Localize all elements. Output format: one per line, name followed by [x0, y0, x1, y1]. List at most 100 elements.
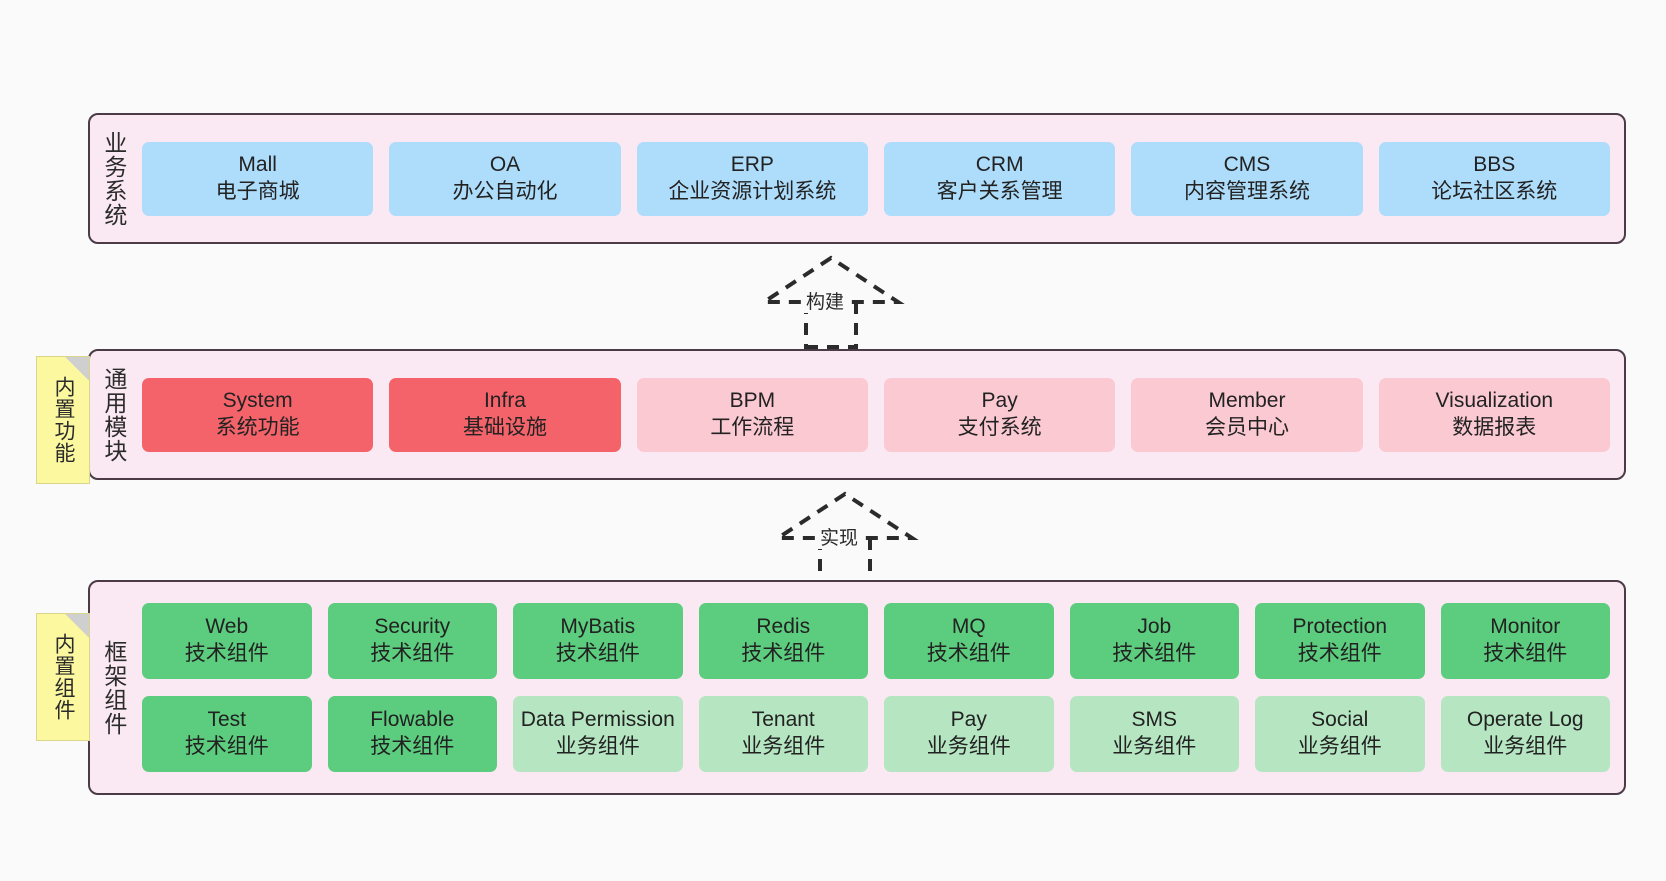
cell-title: Protection: [1292, 615, 1388, 639]
cell-pay[interactable]: Pay 支付系统: [883, 377, 1116, 452]
cell-visualization[interactable]: Visualization 数据报表: [1378, 377, 1610, 452]
connector-label: 构建: [804, 292, 847, 313]
note-builtin-functions[interactable]: 内置功能: [36, 356, 90, 484]
cell-title: MQ: [951, 615, 986, 639]
cell-subtitle: 技术组件: [1297, 642, 1382, 665]
cell-subtitle: 客户关系管理: [936, 179, 1063, 203]
cell-title: System: [222, 388, 293, 412]
cell-tenant[interactable]: Tenant 业务组件: [698, 696, 868, 772]
cell-subtitle: 论坛社区系统: [1431, 179, 1558, 203]
cell-member[interactable]: Member 会员中心: [1131, 377, 1363, 452]
cell-title: Pay: [950, 708, 987, 732]
cell-subtitle: 业务组件: [1483, 735, 1568, 758]
note-label: 内置功能: [51, 376, 75, 464]
cell-monitor[interactable]: Monitor 技术组件: [1440, 603, 1610, 679]
cell-title: CMS: [1223, 152, 1271, 176]
cell-title: Job: [1137, 615, 1172, 639]
cell-test[interactable]: Test 技术组件: [142, 696, 312, 772]
cell-sms[interactable]: SMS 业务组件: [1069, 696, 1239, 772]
cell-subtitle: 技术组件: [1112, 642, 1197, 665]
cell-security[interactable]: Security 技术组件: [327, 603, 497, 679]
cell-subtitle: 系统功能: [215, 415, 300, 439]
cell-data-permission[interactable]: Data Permission 业务组件: [513, 696, 683, 772]
cell-title: Web: [205, 615, 249, 639]
cell-title: Visualization: [1435, 388, 1554, 412]
cell-protection[interactable]: Protection 技术组件: [1255, 603, 1425, 679]
cell-mall[interactable]: Mall 电子商城: [142, 141, 374, 216]
cell-mybatis[interactable]: MyBatis 技术组件: [513, 603, 683, 679]
cell-title: Flowable: [370, 708, 455, 732]
cell-title: Security: [374, 615, 451, 639]
cell-web[interactable]: Web 技术组件: [142, 603, 312, 679]
cell-subtitle: 技术组件: [926, 642, 1011, 665]
cell-title: Operate Log: [1466, 708, 1584, 732]
cell-subtitle: 业务组件: [1297, 735, 1382, 758]
cell-job[interactable]: Job 技术组件: [1069, 603, 1239, 679]
cell-infra[interactable]: Infra 基础设施: [389, 377, 621, 452]
cell-mq[interactable]: MQ 技术组件: [884, 603, 1054, 679]
cell-title: Monitor: [1490, 615, 1561, 639]
cell-bbs[interactable]: BBS 论坛社区系统: [1378, 141, 1610, 216]
cell-cms[interactable]: CMS 内容管理系统: [1131, 141, 1363, 216]
cell-redis[interactable]: Redis 技术组件: [698, 603, 868, 679]
cell-subtitle: 业务组件: [926, 735, 1011, 758]
cell-flowable[interactable]: Flowable 技术组件: [327, 696, 497, 772]
cell-title: ERP: [730, 152, 774, 176]
layer-title-common-modules: 通用模块: [100, 366, 127, 463]
note-fold-icon: [65, 614, 89, 638]
cell-subtitle: 基础设施: [462, 415, 547, 439]
layer-framework-components[interactable]: 框架组件 Web 技术组件 Security 技术组件 MyBatis 技术组件…: [88, 580, 1626, 795]
cell-title: Redis: [756, 615, 811, 639]
cell-erp[interactable]: ERP 企业资源计划系统: [636, 141, 868, 216]
cell-subtitle: 技术组件: [370, 642, 455, 665]
note-builtin-components[interactable]: 内置组件: [36, 613, 90, 741]
cell-row: Web 技术组件 Security 技术组件 MyBatis 技术组件 Redi…: [142, 603, 1610, 679]
cell-bpm[interactable]: BPM 工作流程: [636, 377, 868, 452]
cell-subtitle: 办公自动化: [452, 179, 558, 203]
cell-subtitle: 技术组件: [370, 735, 455, 758]
cell-title: Mall: [238, 152, 277, 176]
cell-subtitle: 电子商城: [215, 179, 300, 203]
layer-title-framework-components: 框架组件: [100, 639, 127, 736]
cell-subtitle: 内容管理系统: [1183, 179, 1310, 203]
note-label: 内置组件: [51, 633, 75, 721]
cell-system[interactable]: System 系统功能: [142, 377, 374, 452]
cell-title: BBS: [1473, 152, 1516, 176]
cell-subtitle: 技术组件: [741, 642, 826, 665]
cell-subtitle: 支付系统: [957, 415, 1042, 439]
cell-subtitle: 业务组件: [555, 735, 640, 758]
cell-operate-log[interactable]: Operate Log 业务组件: [1440, 696, 1610, 772]
cell-subtitle: 会员中心: [1204, 415, 1289, 439]
layer-common-modules[interactable]: 通用模块 System 系统功能 Infra 基础设施 BPM 工作流程 Pay…: [88, 349, 1626, 480]
cell-title: BPM: [729, 388, 776, 412]
cell-row: Test 技术组件 Flowable 技术组件 Data Permission …: [142, 696, 1610, 772]
cell-title: Pay: [981, 388, 1018, 412]
cell-subtitle: 工作流程: [710, 415, 795, 439]
cell-title: CRM: [975, 152, 1024, 176]
cell-subtitle: 企业资源计划系统: [668, 179, 837, 203]
cell-crm[interactable]: CRM 客户关系管理: [883, 141, 1116, 216]
cell-title: Social: [1311, 708, 1369, 732]
generalization-arrow-icon: [771, 491, 919, 585]
cell-subtitle: 业务组件: [741, 735, 826, 758]
cell-subtitle: 数据报表: [1452, 415, 1537, 439]
layer-body-common-modules: System 系统功能 Infra 基础设施 BPM 工作流程 Pay 支付系统…: [136, 351, 1624, 478]
cell-row: System 系统功能 Infra 基础设施 BPM 工作流程 Pay 支付系统…: [142, 377, 1610, 452]
connector-label: 实现: [818, 528, 861, 549]
cell-subtitle: 技术组件: [555, 642, 640, 665]
cell-title: MyBatis: [560, 615, 636, 639]
cell-social[interactable]: Social 业务组件: [1255, 696, 1425, 772]
cell-title: SMS: [1131, 708, 1177, 732]
cell-title: OA: [489, 152, 521, 176]
generalization-arrow-icon: [757, 255, 905, 349]
cell-title: Infra: [483, 388, 526, 412]
cell-title: Tenant: [751, 708, 815, 732]
connector-build: 构建: [756, 244, 906, 349]
layer-title-business-systems: 业务系统: [100, 130, 127, 227]
cell-title: Data Permission: [520, 708, 675, 732]
cell-oa[interactable]: OA 办公自动化: [389, 141, 621, 216]
layer-business-systems[interactable]: 业务系统 Mall 电子商城 OA 办公自动化 ERP 企业资源计划系统 CRM…: [88, 113, 1626, 244]
connector-implement: 实现: [770, 480, 920, 585]
cell-pay-biz[interactable]: Pay 业务组件: [884, 696, 1054, 772]
